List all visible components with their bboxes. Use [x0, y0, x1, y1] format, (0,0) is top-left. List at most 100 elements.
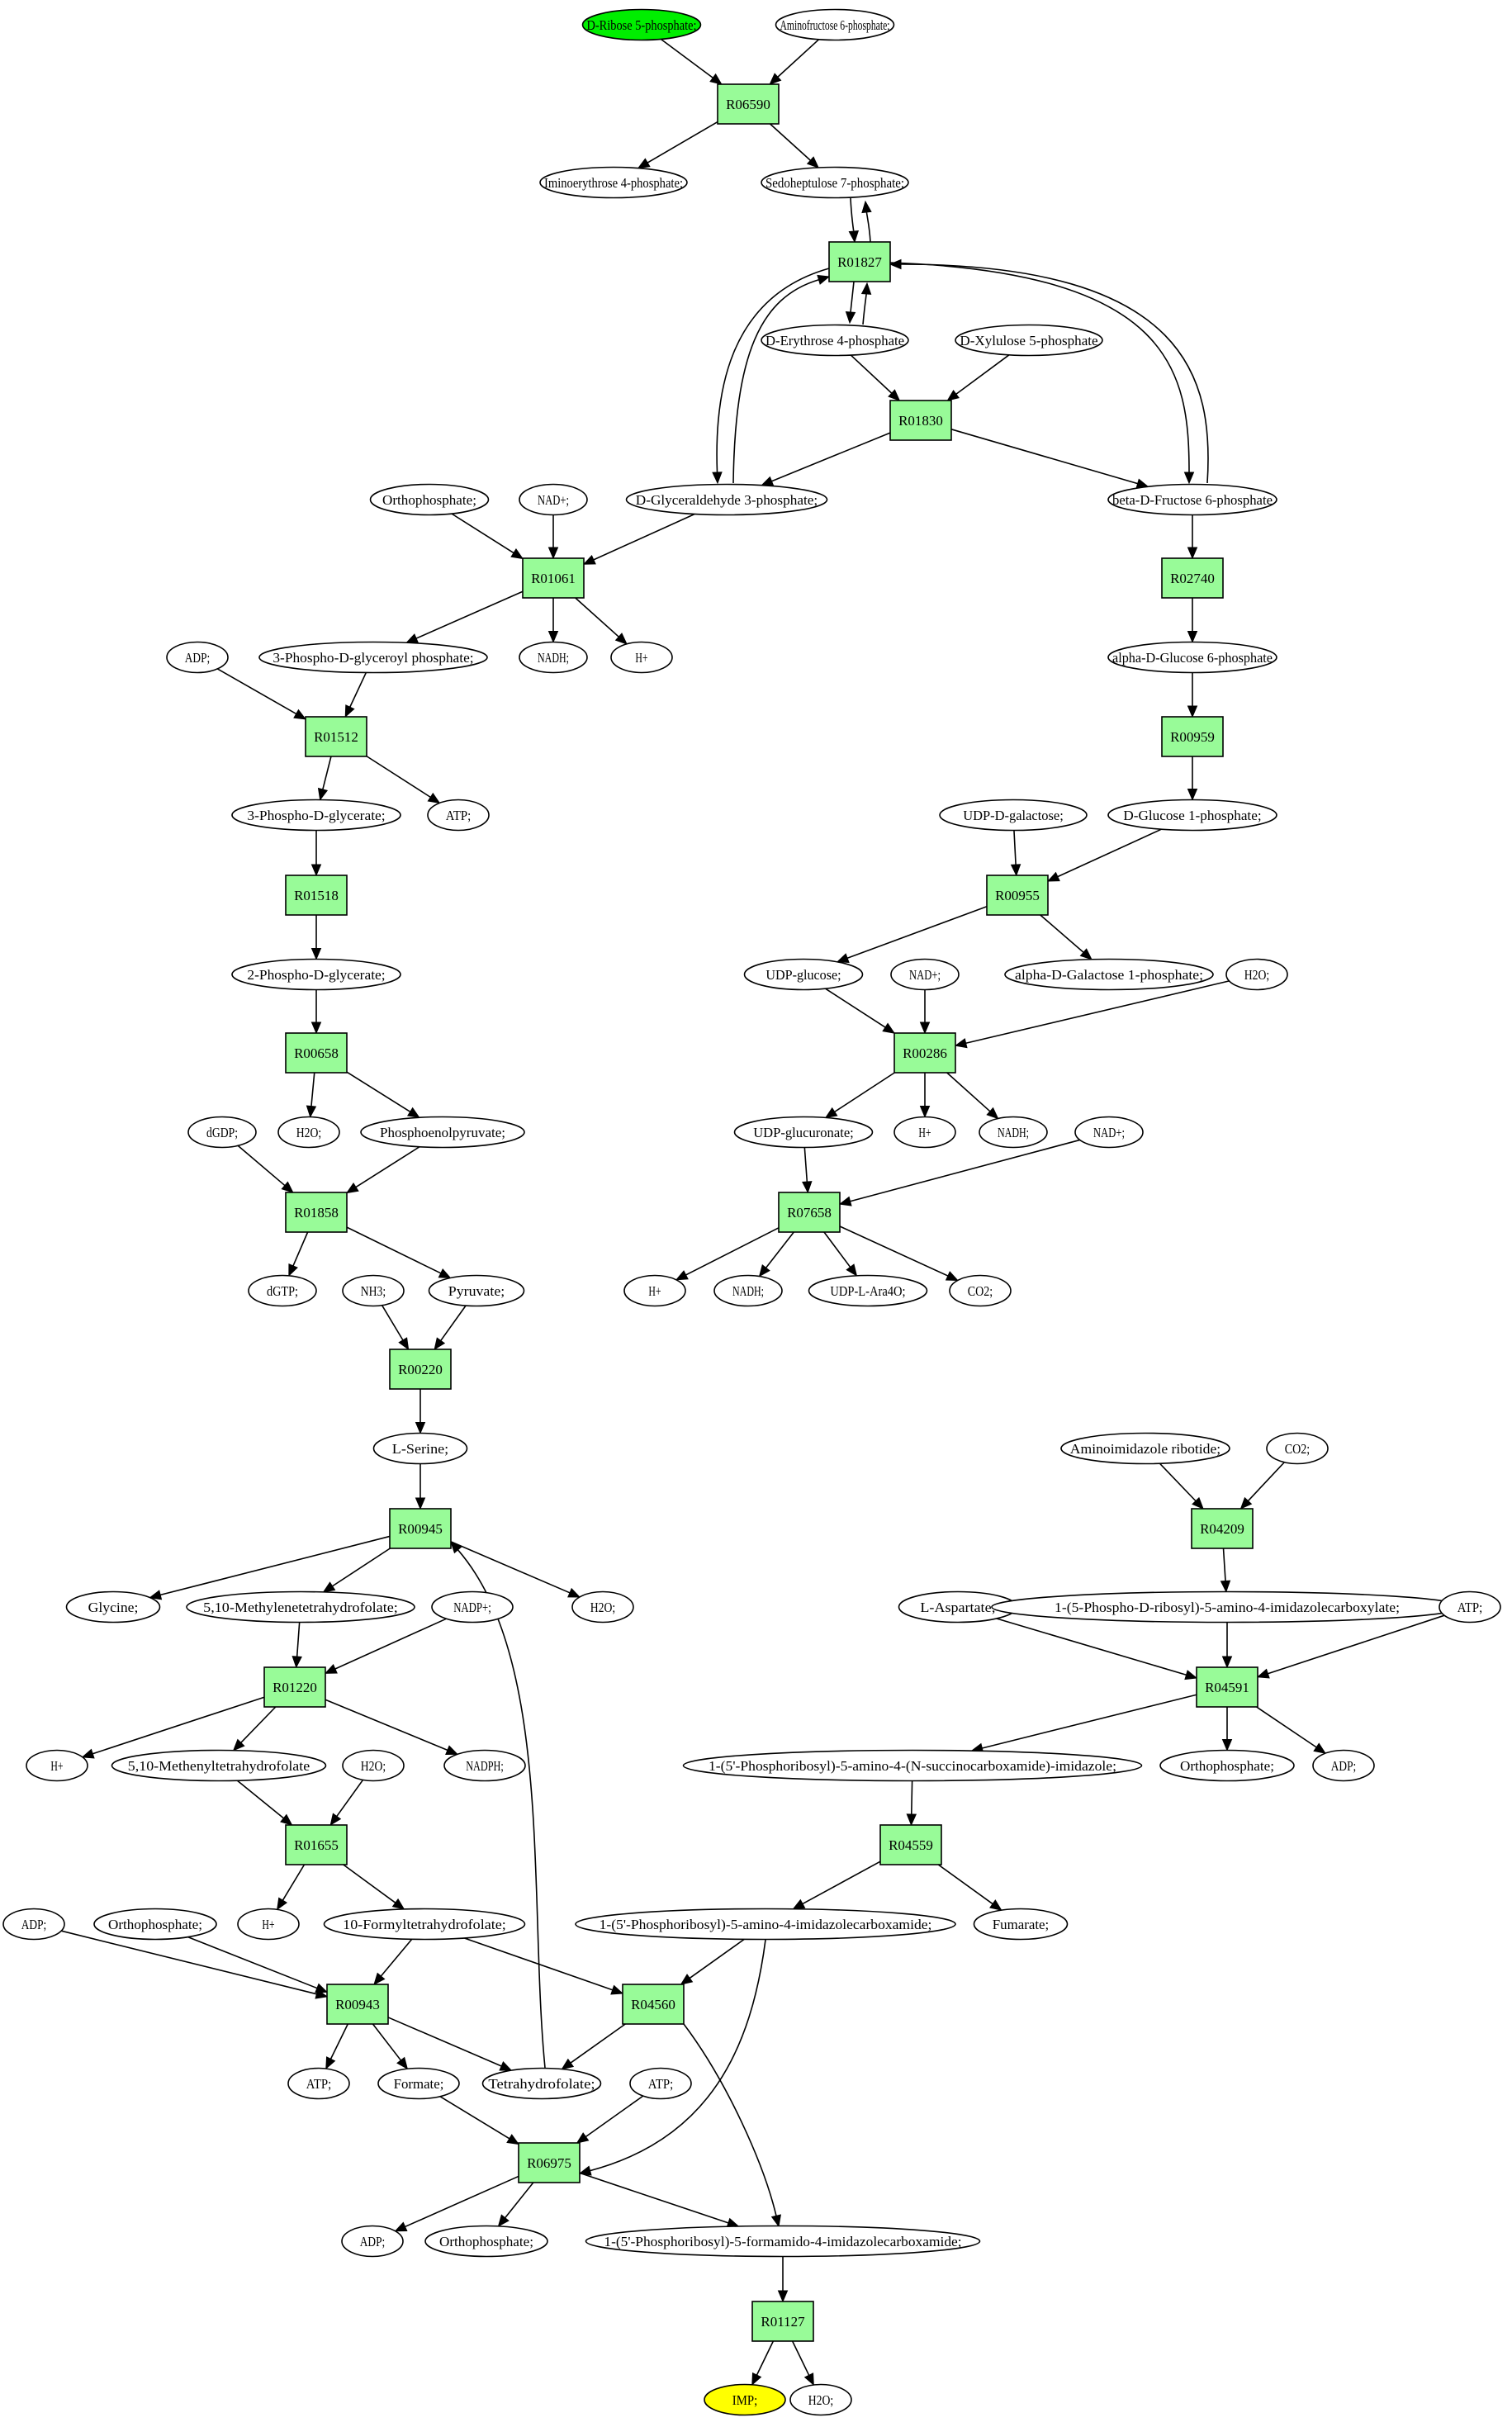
compound-node-g6p[interactable]: alpha-D-Glucose 6-phosphate	[1107, 641, 1277, 674]
compound-node-adp4[interactable]: ADP;	[341, 2225, 404, 2258]
reaction-node-R01830[interactable]: R01830	[889, 400, 952, 441]
compound-node-aicar[interactable]: 1-(5'-Phosphoribosyl)-5-amino-4-imidazol…	[575, 1908, 956, 1941]
reaction-node-R01655[interactable]: R01655	[285, 1824, 348, 1865]
compound-node-pg3[interactable]: 3-Phospho-D-glycerate;	[231, 799, 401, 832]
reaction-node-R01858[interactable]: R01858	[285, 1192, 348, 1233]
compound-node-nadp[interactable]: NADP+;	[431, 1590, 514, 1624]
compound-node-sed7p[interactable]: Sedoheptulose 7-phosphate;	[761, 166, 909, 199]
compound-node-fthf[interactable]: 10-Formyltetrahydrofolate;	[323, 1908, 526, 1941]
reaction-node-R00945[interactable]: R00945	[389, 1508, 452, 1549]
compound-node-fum[interactable]: Fumarate;	[973, 1908, 1069, 1941]
compound-node-adp1[interactable]: ADP;	[166, 641, 229, 674]
compound-node-udpara[interactable]: UDP-L-Ara4O;	[808, 1274, 928, 1307]
compound-node-faicar[interactable]: 1-(5'-Phosphoribosyl)-5-formamido-4-imid…	[585, 2225, 981, 2258]
reaction-node-R00220[interactable]: R00220	[389, 1349, 452, 1390]
compound-node-ortho1[interactable]: Orthophosphate;	[369, 483, 490, 516]
reaction-node-R07658[interactable]: R07658	[778, 1192, 841, 1233]
arrow-head-icon	[373, 1972, 386, 1985]
compound-node-nadph[interactable]: NADPH;	[443, 1749, 526, 1782]
compound-node-thf[interactable]: Tetrahydrofolate;	[481, 2067, 602, 2100]
compound-node-adp3[interactable]: ADP;	[2, 1908, 65, 1941]
compound-node-imp[interactable]: IMP;	[704, 2383, 786, 2416]
compound-node-xyl5p[interactable]: D-Xylulose 5-phosphate	[955, 324, 1103, 357]
compound-node-amf6p[interactable]: Aminofructose 6-phosphate;	[775, 8, 895, 41]
compound-node-nad1[interactable]: NAD+;	[519, 483, 588, 516]
compound-node-h3[interactable]: H+	[623, 1274, 686, 1307]
reaction-node-R01127[interactable]: R01127	[751, 2301, 814, 2342]
reaction-node-R00959[interactable]: R00959	[1161, 716, 1224, 757]
compound-node-ortho4[interactable]: Orthophosphate;	[424, 2225, 548, 2258]
compound-node-atp2[interactable]: ATP;	[1439, 1590, 1501, 1624]
compound-node-nad3[interactable]: NAD+;	[1074, 1116, 1144, 1149]
compound-node-h2o1[interactable]: H2O;	[1225, 958, 1288, 991]
compound-node-dgtp[interactable]: dGTP;	[248, 1274, 317, 1307]
compound-node-co2a[interactable]: CO2;	[949, 1274, 1012, 1307]
reaction-node-R04591[interactable]: R04591	[1196, 1666, 1258, 1708]
edge-line	[216, 668, 297, 715]
compound-node-adp2[interactable]: ADP;	[1312, 1749, 1375, 1782]
compound-node-nad2[interactable]: NAD+;	[890, 958, 960, 991]
compound-node-f6p[interactable]: beta-D-Fructose 6-phosphate	[1107, 483, 1277, 516]
compound-node-atp4[interactable]: ATP;	[629, 2067, 692, 2100]
compound-node-methenyl[interactable]: 5,10-Methenyltetrahydrofolate	[111, 1749, 327, 1782]
compound-node-udpgal[interactable]: UDP-D-galactose;	[939, 799, 1088, 832]
compound-node-saicar[interactable]: 1-(5'-Phosphoribosyl)-5-amino-4-(N-succi…	[682, 1749, 1143, 1782]
compound-node-gly[interactable]: Glycine;	[65, 1590, 161, 1624]
edge-R07658-to-co2a	[839, 1225, 959, 1282]
edge-line	[355, 1146, 420, 1188]
compound-node-nadh1[interactable]: NADH;	[519, 641, 588, 674]
compound-node-iminoe4p[interactable]: Iminoerythrose 4-phosphate;	[539, 166, 688, 199]
compound-node-methyl[interactable]: 5,10-Methylenetetrahydrofolate;	[186, 1590, 415, 1624]
reaction-node-R04209[interactable]: R04209	[1191, 1508, 1254, 1549]
compound-node-h1[interactable]: H+	[610, 641, 673, 674]
reaction-node-R01220[interactable]: R01220	[263, 1666, 326, 1708]
compound-node-pgp[interactable]: 3-Phospho-D-glyceroyl phosphate;	[258, 641, 488, 674]
compound-node-g1p[interactable]: D-Glucose 1-phosphate;	[1107, 799, 1277, 832]
edge-line	[236, 1780, 284, 1819]
reaction-node-R01827[interactable]: R01827	[828, 241, 891, 282]
compound-node-g3p[interactable]: D-Glyceraldehyde 3-phosphate;	[625, 483, 828, 516]
compound-node-udpglcA[interactable]: UDP-glucuronate;	[733, 1116, 874, 1149]
compound-node-pyr[interactable]: Pyruvate;	[428, 1274, 525, 1307]
compound-node-ser[interactable]: L-Serine;	[372, 1432, 468, 1465]
reaction-node-R01512[interactable]: R01512	[305, 716, 367, 757]
reaction-node-R04559[interactable]: R04559	[879, 1824, 942, 1865]
compound-node-h4[interactable]: H+	[26, 1749, 88, 1782]
compound-node-atp1[interactable]: ATP;	[427, 799, 490, 832]
compound-node-h2o2[interactable]: H2O;	[277, 1116, 340, 1149]
reaction-node-R06590[interactable]: R06590	[717, 83, 780, 125]
compound-node-ery4p[interactable]: D-Erythrose 4-phosphate	[761, 324, 909, 357]
reaction-node-R01518[interactable]: R01518	[285, 875, 348, 916]
compound-node-ortho3[interactable]: Orthophosphate;	[93, 1908, 217, 1941]
compound-node-nadh3[interactable]: NADH;	[713, 1274, 783, 1307]
compound-node-h2o4[interactable]: H2O;	[342, 1749, 405, 1782]
compound-node-cair[interactable]: 1-(5-Phospho-D-ribosyl)-5-amino-4-imidaz…	[991, 1590, 1463, 1624]
compound-node-rib5p[interactable]: D-Ribose 5-phosphate;	[581, 8, 702, 41]
compound-node-dgdp[interactable]: dGDP;	[187, 1116, 257, 1149]
reaction-node-R04560[interactable]: R04560	[622, 1984, 685, 2025]
compound-node-air[interactable]: Aminoimidazole ribotide;	[1060, 1432, 1230, 1465]
reaction-node-R00286[interactable]: R00286	[893, 1032, 956, 1074]
reaction-node-R00955[interactable]: R00955	[986, 875, 1049, 916]
compound-node-nadh2[interactable]: NADH;	[979, 1116, 1048, 1149]
reaction-node-R06975[interactable]: R06975	[518, 2142, 581, 2183]
compound-node-asp[interactable]: L-Aspartate;	[898, 1590, 1018, 1624]
reaction-node-R00658[interactable]: R00658	[285, 1032, 348, 1074]
compound-node-udpglc[interactable]: UDP-glucose;	[743, 958, 864, 991]
compound-node-h5[interactable]: H+	[237, 1908, 300, 1941]
compound-node-ortho2[interactable]: Orthophosphate;	[1159, 1749, 1295, 1782]
compound-node-gal1p[interactable]: alpha-D-Galactose 1-phosphate;	[1004, 958, 1214, 991]
compound-node-pep[interactable]: Phosphoenolpyruvate;	[360, 1116, 525, 1149]
reaction-node-R01061[interactable]: R01061	[522, 557, 585, 599]
compound-node-h2o5[interactable]: H2O;	[789, 2383, 852, 2416]
arrow-head-icon	[1221, 1656, 1233, 1669]
compound-node-pg2[interactable]: 2-Phospho-D-glycerate;	[231, 958, 401, 991]
compound-node-h2[interactable]: H+	[893, 1116, 956, 1149]
reaction-node-R02740[interactable]: R02740	[1161, 557, 1224, 599]
compound-node-h2o3[interactable]: H2O;	[571, 1590, 634, 1624]
compound-node-formate[interactable]: Formate;	[377, 2067, 460, 2100]
compound-node-nh3[interactable]: NH3;	[342, 1274, 405, 1307]
compound-node-co2b[interactable]: CO2;	[1266, 1432, 1329, 1465]
reaction-node-R00943[interactable]: R00943	[326, 1984, 389, 2025]
compound-node-atp3[interactable]: ATP;	[287, 2067, 350, 2100]
